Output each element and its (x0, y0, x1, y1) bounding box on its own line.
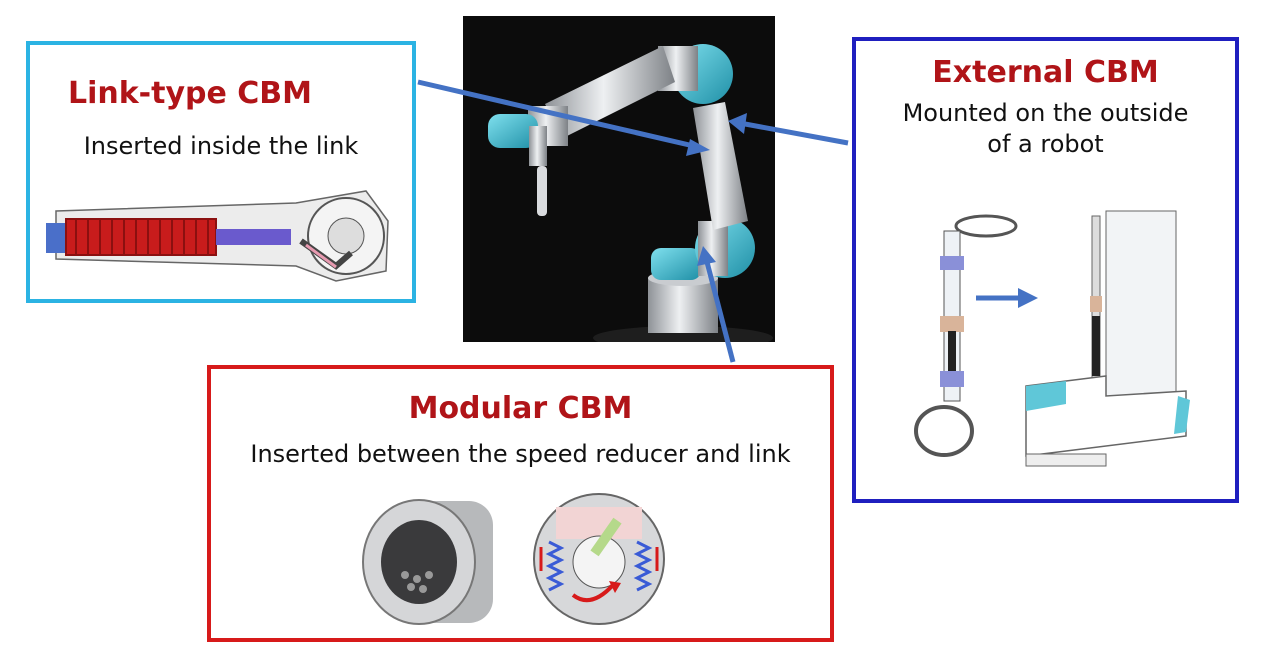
external-title: External CBM (932, 55, 1159, 90)
modular-title: Modular CBM (408, 391, 633, 426)
link-type-cbm-panel: Link-type CBM Inserted inside the link (26, 41, 416, 303)
link-type-cbm-drawing (46, 190, 389, 282)
external-cbm-panel: External CBM Mounted on the outside of a… (852, 37, 1239, 503)
external-description-line2: of a robot (987, 130, 1104, 158)
modular-description: Inserted between the speed reducer and l… (250, 440, 791, 468)
arrow-external (728, 113, 849, 146)
arrow-link-type (417, 79, 710, 156)
link-type-description: Inserted inside the link (83, 132, 359, 160)
arrow-modular (697, 246, 736, 363)
external-description-line1: Mounted on the outside (902, 99, 1189, 127)
robot-arm-photo (463, 16, 775, 350)
link-type-title: Link-type CBM (67, 76, 313, 111)
modular-cbm-drawing (362, 493, 665, 625)
external-cbm-drawing (914, 210, 1190, 467)
modular-cbm-panel: Modular CBM Inserted between the speed r… (207, 365, 834, 642)
